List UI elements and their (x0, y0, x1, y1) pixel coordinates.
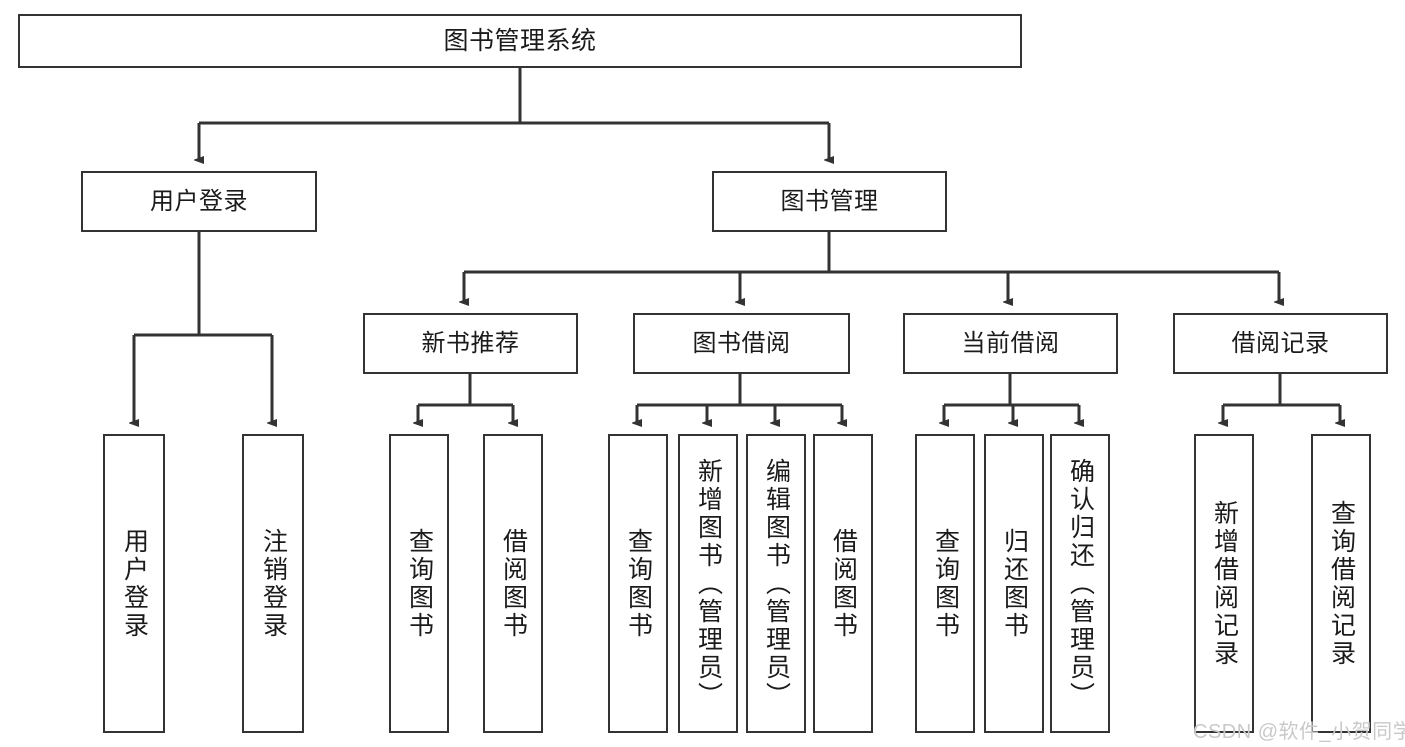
node-borrow-record[interactable]: 借阅记录 (1173, 313, 1388, 374)
csdn-watermark: CSDN @软件_小贺同学 (1193, 721, 1405, 743)
leaf-borrow-record-add-record[interactable]: 新增借阅记录 (1194, 434, 1254, 733)
leaf-new-book-borrow-book[interactable]: 借阅图书 (483, 434, 543, 733)
node-user-login[interactable]: 用户登录 (81, 171, 317, 232)
node-label: 查询图书 (931, 527, 960, 640)
leaf-current-borrow-confirm-return[interactable]: 确认归还（管理员） (1050, 434, 1110, 733)
node-label: 编辑图书（管理员） (762, 457, 791, 710)
node-current-borrow[interactable]: 当前借阅 (903, 313, 1118, 374)
node-label: 用户登录 (120, 527, 149, 640)
leaf-new-book-query-book[interactable]: 查询图书 (389, 434, 449, 733)
leaf-book-borrow-add-book[interactable]: 新增图书（管理员） (678, 434, 738, 733)
node-label: 用户登录 (150, 187, 248, 215)
node-label: 新书推荐 (421, 329, 520, 357)
node-label: 当前借阅 (961, 329, 1060, 357)
node-label: 注销登录 (259, 527, 288, 640)
node-new-book-recommend[interactable]: 新书推荐 (363, 313, 578, 374)
leaf-book-borrow-edit-book[interactable]: 编辑图书（管理员） (746, 434, 806, 733)
leaf-current-borrow-return-book[interactable]: 归还图书 (984, 434, 1044, 733)
node-label: 新增图书（管理员） (694, 457, 723, 710)
node-label: 查询图书 (405, 527, 434, 640)
node-label: 图书管理 (780, 187, 879, 215)
node-label: 新增借阅记录 (1210, 499, 1239, 668)
leaf-book-borrow-borrow-book[interactable]: 借阅图书 (813, 434, 873, 733)
node-label: 查询图书 (624, 527, 653, 640)
node-label: 借阅记录 (1231, 329, 1330, 357)
leaf-borrow-record-query-record[interactable]: 查询借阅记录 (1311, 434, 1371, 733)
leaf-current-borrow-query-book[interactable]: 查询图书 (915, 434, 975, 733)
node-root-system[interactable]: 图书管理系统 (18, 14, 1022, 68)
node-book-borrow[interactable]: 图书借阅 (633, 313, 850, 374)
node-label: 借阅图书 (499, 527, 528, 640)
node-label: 查询借阅记录 (1327, 499, 1356, 668)
node-label: 归还图书 (1000, 527, 1029, 640)
node-label: 图书借阅 (692, 329, 791, 357)
leaf-user-login-login[interactable]: 用户登录 (103, 434, 165, 733)
leaf-book-borrow-query-book[interactable]: 查询图书 (608, 434, 668, 733)
node-label: 图书管理系统 (443, 26, 597, 55)
leaf-user-login-logout[interactable]: 注销登录 (242, 434, 304, 733)
node-label: 借阅图书 (829, 527, 858, 640)
node-book-management[interactable]: 图书管理 (712, 171, 947, 232)
node-label: 确认归还（管理员） (1066, 457, 1095, 710)
